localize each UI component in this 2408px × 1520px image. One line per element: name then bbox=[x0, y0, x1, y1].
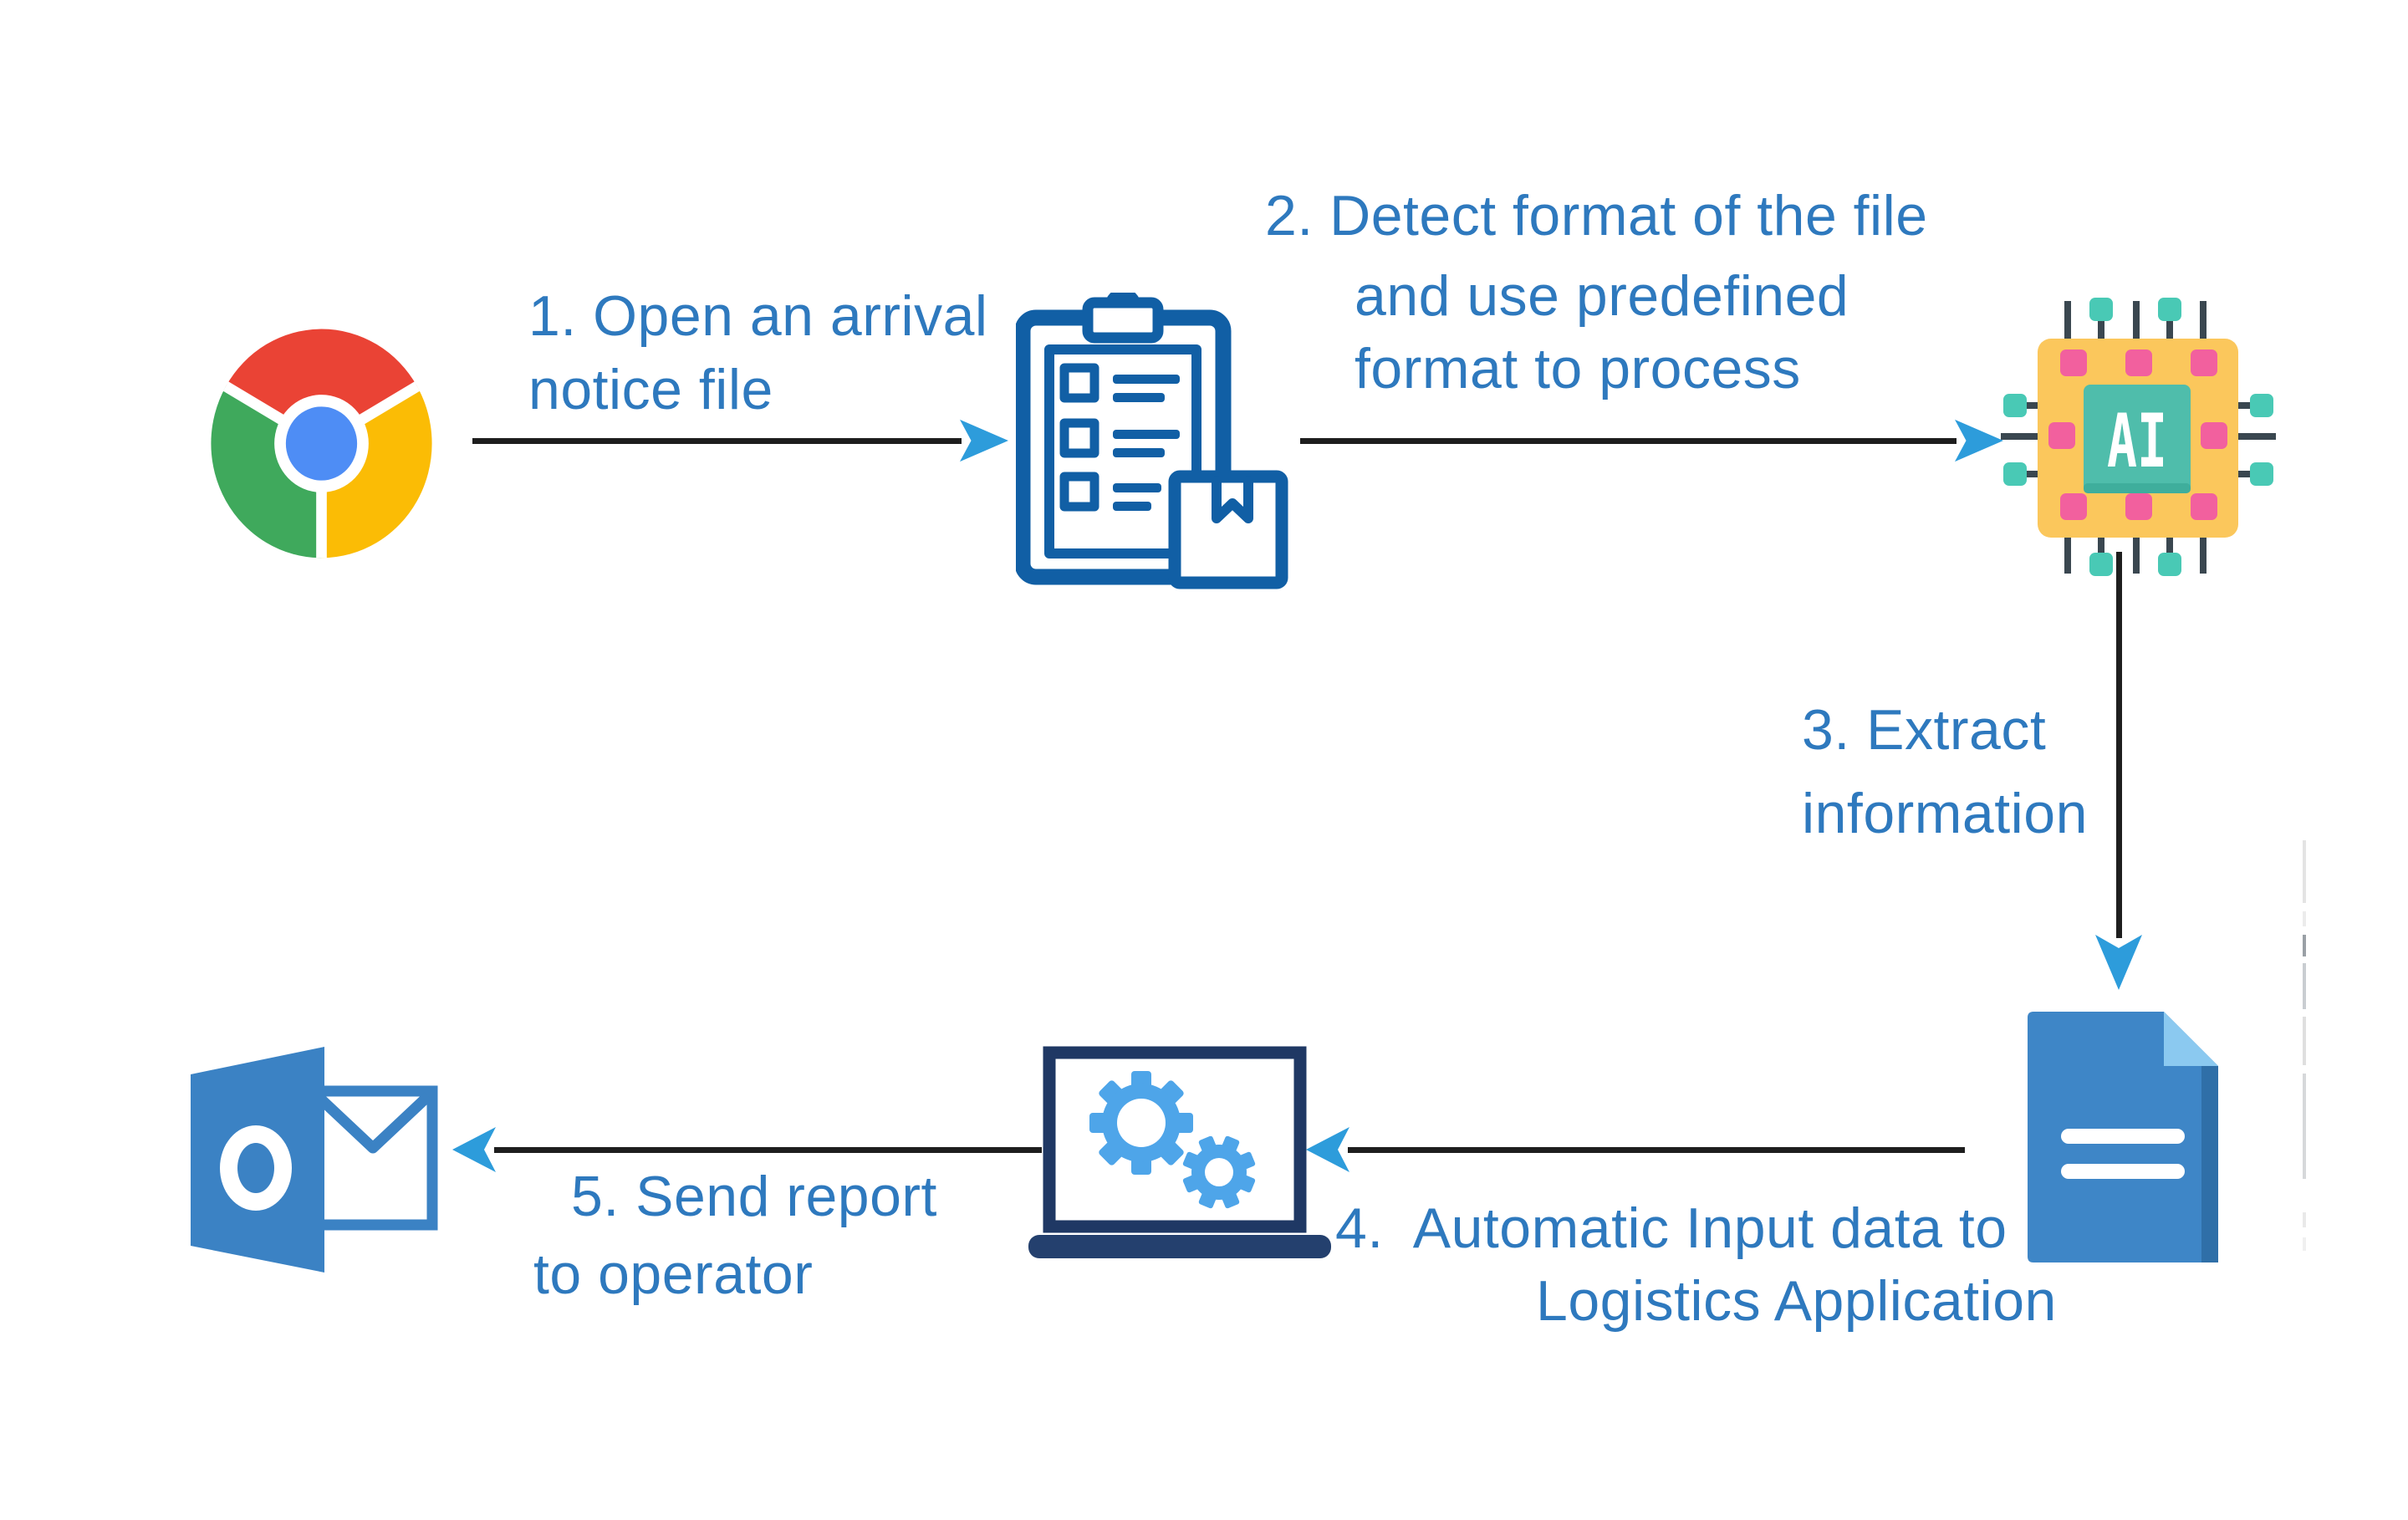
chrome-browser-icon bbox=[211, 329, 432, 559]
chip-ai-label: AI bbox=[2107, 398, 2167, 484]
arrow1-line bbox=[472, 438, 962, 444]
arrow4-line bbox=[1348, 1147, 1965, 1153]
step3-label-line1: 3. Extract bbox=[1802, 698, 2047, 762]
laptop-base bbox=[1028, 1235, 1331, 1258]
outlook-o-center bbox=[237, 1143, 274, 1193]
arrow5-head-left-icon bbox=[452, 1127, 496, 1172]
arrow2-head-right-icon bbox=[1955, 419, 2003, 462]
chip-pin-caps bbox=[2003, 298, 2273, 576]
chrome-blue-center bbox=[285, 406, 358, 481]
clipboard-knob bbox=[1082, 297, 1164, 344]
package-ribbon bbox=[1212, 477, 1253, 523]
document-text-lines bbox=[2061, 1129, 2185, 1179]
arrow5-line bbox=[494, 1147, 1042, 1153]
clipboard-checklist-icon bbox=[1016, 293, 1288, 589]
arrow4-head-left-icon bbox=[1306, 1127, 1349, 1172]
step2-label-line3: format to process bbox=[1354, 337, 1801, 400]
clipboard-checkbox-3 bbox=[1059, 472, 1099, 512]
chip-core bbox=[2084, 385, 2191, 493]
step5-label-line1: 5. Send report bbox=[571, 1165, 937, 1228]
arrow2-line bbox=[1300, 438, 1956, 444]
step1-label-line2: notice file bbox=[528, 358, 773, 421]
step5-label-line2: to operator bbox=[533, 1242, 814, 1306]
chip-core-shade bbox=[2084, 483, 2191, 493]
step4-label-line1: 4. Automatic Input data to bbox=[1335, 1196, 2008, 1260]
clipboard-checkbox-1 bbox=[1059, 363, 1099, 403]
clipboard-paper bbox=[1044, 344, 1201, 559]
document-file-icon bbox=[2028, 1012, 2218, 1262]
step1-label-line1: 1. Open an arrival bbox=[528, 284, 988, 348]
document-fold-corner bbox=[2164, 1012, 2218, 1066]
package-box bbox=[1168, 470, 1288, 589]
arrow3-head-down-icon bbox=[2095, 935, 2142, 990]
ai-chip-icon: AI bbox=[2001, 298, 2276, 576]
step2-label-line2: and use predefined bbox=[1354, 264, 1849, 328]
step3-label-line2: information bbox=[1802, 782, 2088, 845]
chip-pads bbox=[2048, 349, 2227, 520]
gear-large-icon bbox=[1089, 1071, 1193, 1175]
document-side-edge bbox=[2201, 1066, 2218, 1262]
outlook-email-icon bbox=[191, 1047, 438, 1273]
clipboard-checkbox-2 bbox=[1059, 418, 1099, 458]
step4-label-line2: Logistics Application bbox=[1536, 1269, 2057, 1333]
arrow1-head-right-icon bbox=[960, 419, 1008, 462]
gear-small-icon bbox=[1182, 1135, 1256, 1209]
step2-label-line1: 2. Detect format of the file bbox=[1265, 184, 1928, 247]
clipboard-text-lines bbox=[1113, 375, 1180, 511]
arrow3-line bbox=[2116, 552, 2122, 938]
envelope-flap bbox=[314, 1092, 432, 1154]
laptop-gears-icon bbox=[1028, 1046, 1331, 1258]
chip-pins bbox=[2001, 301, 2276, 574]
